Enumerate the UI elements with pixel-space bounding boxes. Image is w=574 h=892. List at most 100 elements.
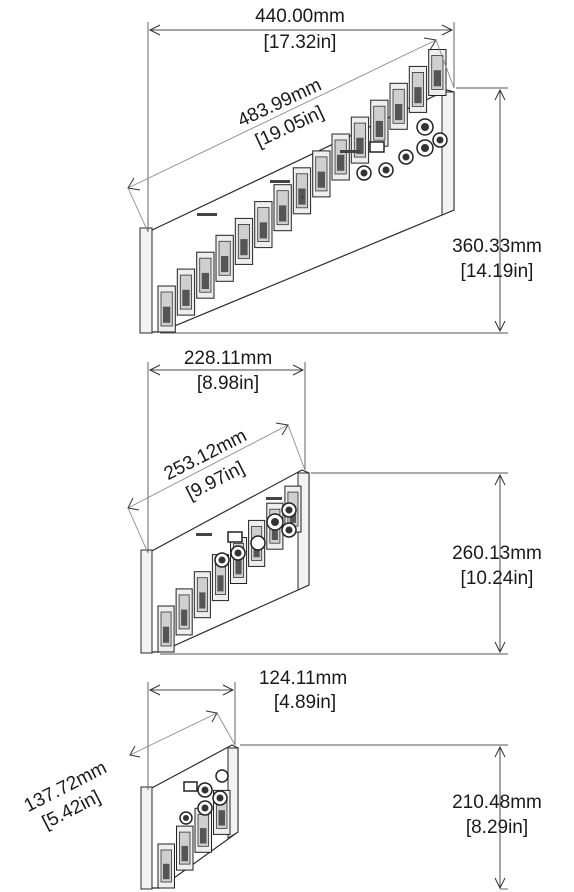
module-large-diagonal-ext xyxy=(435,39,455,89)
arrowhead xyxy=(127,497,140,511)
terminal-block-slot xyxy=(433,70,441,87)
module-medium-endplate xyxy=(140,549,153,654)
terminal-block-slot xyxy=(199,592,206,609)
module-large-width-mm: 440.00mm xyxy=(255,6,345,27)
connector-panel xyxy=(227,531,243,543)
panel-mark xyxy=(197,213,217,216)
connector-port-core xyxy=(201,804,209,812)
terminal-block-slot xyxy=(356,137,364,154)
connector-port-core xyxy=(234,549,242,557)
module-large-width-in: [17.32in] xyxy=(264,32,337,53)
arrowhead xyxy=(292,364,305,376)
connector-port-core xyxy=(285,506,293,514)
terminal-block-slot xyxy=(201,272,209,289)
connector-port-core xyxy=(421,144,429,152)
arrowhead xyxy=(494,877,506,890)
arrowhead xyxy=(148,24,161,36)
module-medium-diagonal-ext xyxy=(287,424,306,471)
terminal-block-slot xyxy=(414,87,422,104)
terminal-block-slot xyxy=(163,306,171,323)
module-medium-width-in: [8.98in] xyxy=(197,373,259,394)
panel-mark xyxy=(340,150,360,153)
terminal-block-slot xyxy=(271,523,278,540)
connector-port xyxy=(250,535,266,551)
arrowhead xyxy=(441,24,454,36)
module-large: 440.00mm [17.32in] 483.99mm [19.05in] 36… xyxy=(127,6,542,334)
connector-port-core xyxy=(271,518,279,526)
module-large-connectors xyxy=(356,118,448,181)
panel-mark xyxy=(266,497,282,500)
connector-port-core xyxy=(216,794,224,802)
module-medium-diagonal-ext xyxy=(127,507,149,554)
terminal-block-slot xyxy=(181,845,188,862)
connector-port-core xyxy=(285,526,293,534)
connector-panel xyxy=(183,781,198,792)
arrowhead xyxy=(129,745,141,758)
module-medium-width-mm: 228.11mm xyxy=(184,348,272,369)
terminal-block-slot xyxy=(217,575,224,592)
module-small-width-in: [4.89in] xyxy=(274,692,336,713)
arrowhead xyxy=(423,37,437,51)
module-medium: 228.11mm [8.98in] 253.12mm [9.97in] 260.… xyxy=(127,348,542,655)
module-medium-diagonal-line xyxy=(127,424,289,509)
arrowhead xyxy=(127,177,141,191)
module-large-diagonal-ext xyxy=(127,187,149,233)
arrowhead xyxy=(494,88,506,101)
module-large-endplate xyxy=(139,227,153,334)
connector-panel xyxy=(369,141,385,153)
module-small-height-mm: 210.48mm xyxy=(452,792,542,813)
arrowhead xyxy=(494,320,506,333)
terminal-block-slot xyxy=(163,863,170,880)
panel-dot xyxy=(301,195,305,199)
connector-port-core xyxy=(360,169,368,177)
terminal-block-slot xyxy=(279,205,287,222)
terminal-block-slot xyxy=(182,289,190,306)
module-small-height-in: [8.29in] xyxy=(466,817,528,838)
module-large-diagonal-line xyxy=(127,39,437,189)
panel-mark xyxy=(270,180,290,183)
connector-port-core xyxy=(436,136,444,144)
terminal-block-slot xyxy=(200,828,207,844)
terminal-block-slot xyxy=(317,171,325,188)
arrowhead xyxy=(205,710,218,723)
terminal-block-slot xyxy=(235,558,242,575)
module-medium-connectors xyxy=(214,502,297,568)
module-medium-height-in: [10.24in] xyxy=(461,568,534,589)
arrowhead xyxy=(494,473,506,486)
terminal-block-slot xyxy=(181,609,188,626)
module-small-connectors xyxy=(179,769,229,825)
module-large-height-mm: 360.33mm xyxy=(452,236,542,257)
module-large-right-edge xyxy=(441,91,455,216)
arrowhead xyxy=(275,422,289,436)
connector-port-core xyxy=(183,815,189,821)
module-small-endplate xyxy=(140,786,153,890)
terminal-block-slot xyxy=(259,222,267,239)
connector-port-core xyxy=(421,123,429,131)
connector-port-core xyxy=(382,166,390,174)
connector-port-core xyxy=(402,153,410,161)
connector-port xyxy=(215,769,229,783)
module-small-blocks xyxy=(157,789,231,889)
module-small: 124.11mm [4.89in] 137.72mm [5.42in] 210.… xyxy=(21,668,542,890)
arrowhead xyxy=(494,745,506,758)
terminal-block-slot xyxy=(221,256,229,273)
module-medium-height-mm: 260.13mm xyxy=(452,543,542,564)
connector-port-core xyxy=(201,786,209,794)
module-small-width-mm: 124.11mm xyxy=(259,668,347,689)
terminal-block-slot xyxy=(163,626,170,643)
arrowhead xyxy=(148,684,161,696)
terminal-block-slot xyxy=(375,120,383,137)
arrowhead xyxy=(148,364,161,376)
connector-port-core xyxy=(218,556,226,564)
arrowhead xyxy=(494,641,506,654)
module-medium-markings xyxy=(196,497,282,536)
module-large-markings xyxy=(197,150,360,216)
terminal-block-slot xyxy=(218,810,225,826)
module-small-diagonal-line xyxy=(129,712,218,756)
terminal-block-slot xyxy=(240,239,248,256)
terminal-block-slot xyxy=(395,104,403,121)
module-small-diagonal-ext xyxy=(216,712,236,746)
module-large-blocks xyxy=(157,49,447,333)
module-large-height-in: [14.19in] xyxy=(461,261,534,282)
